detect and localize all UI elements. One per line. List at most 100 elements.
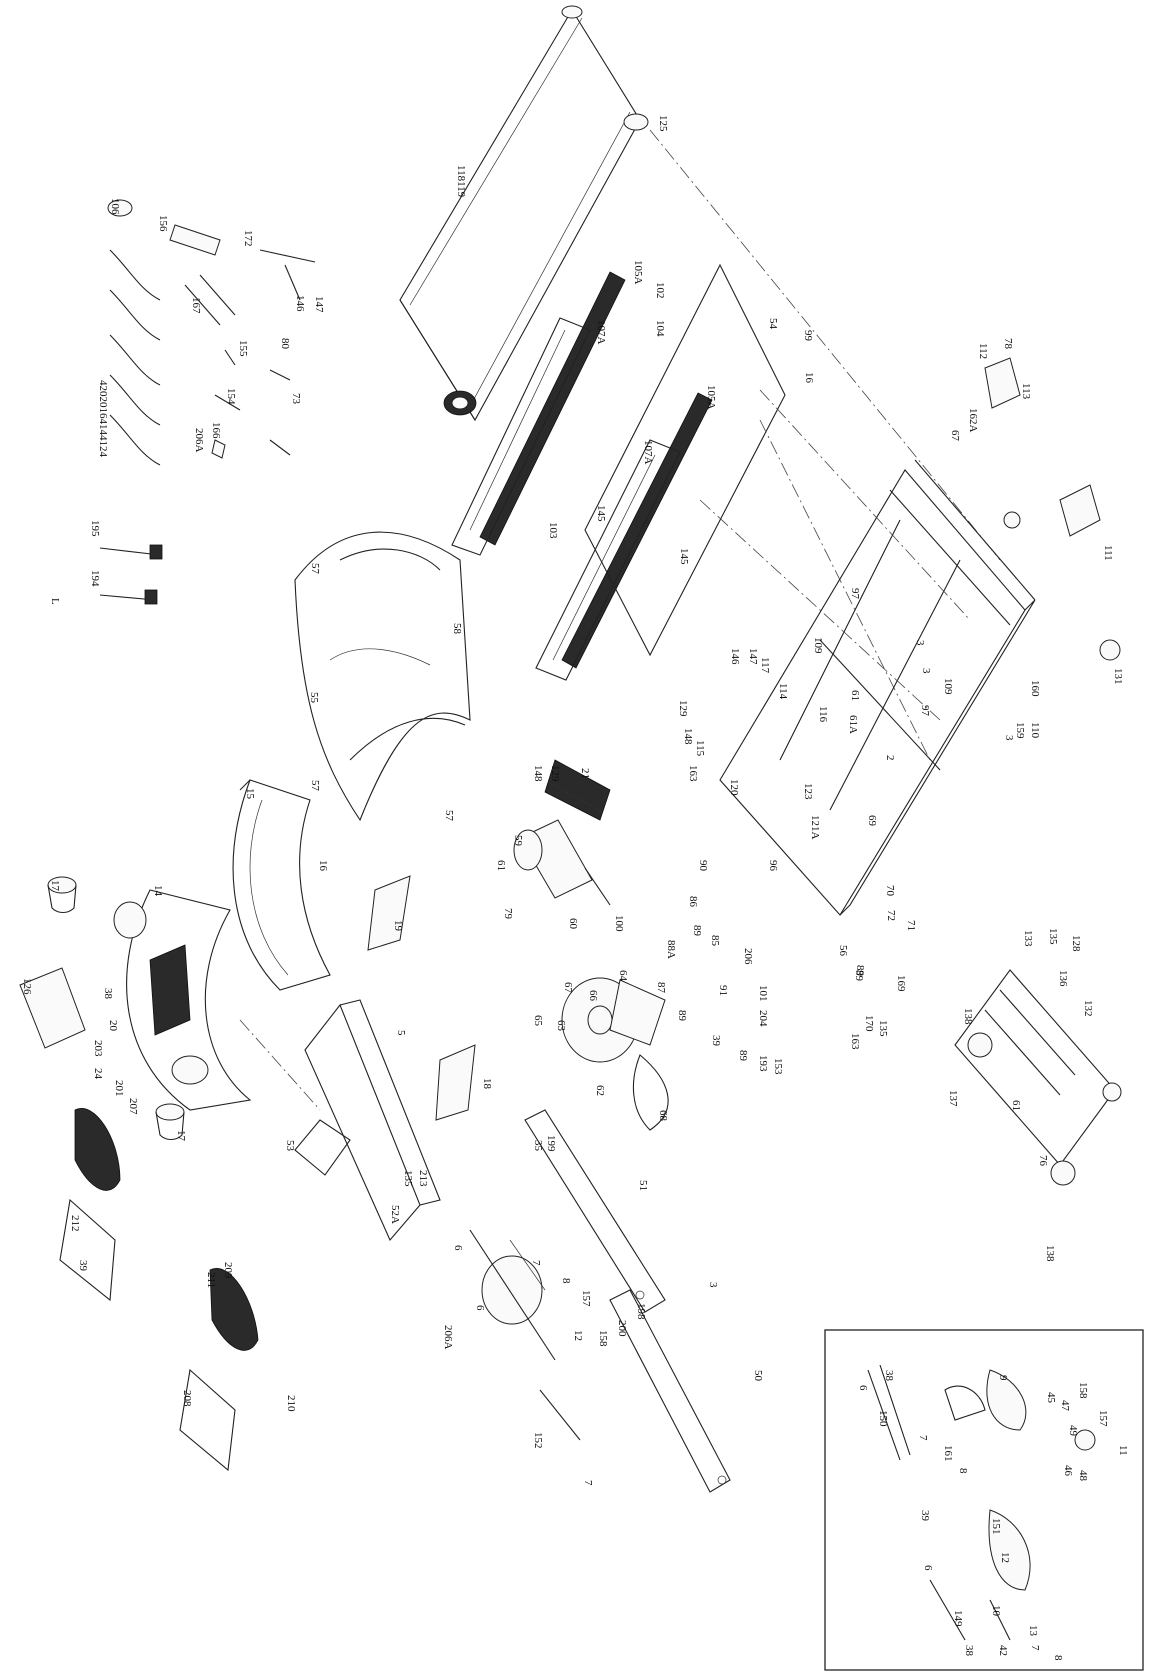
motor-cover [294,531,471,822]
part-callout-c-89e: 89 [853,970,865,982]
part-callout-c-72: 72 [885,910,897,921]
part-callout-c-21: 21 [579,768,591,779]
running-belt [399,5,1001,561]
part-callout-c-38a: 38 [102,988,114,1000]
part-callout-c-89a: 89 [854,965,866,977]
part-callout-c-136: 136 [1057,970,1069,987]
part-callout-c-110: 110 [1029,722,1041,739]
part-callout-c-172: 172 [242,230,254,247]
part-callout-c-158a: 158 [597,1330,609,1347]
part-callout-c-88a: 88A [665,940,677,959]
part-callout-c-7b: 7 [582,1480,594,1486]
part-callout-c-170: 170 [863,1015,875,1032]
part-callout-c-209: 209 [222,1262,234,1279]
part-callout-i-48: 48 [1077,1470,1089,1482]
deck-board [584,263,931,761]
part-callout-i-6b: 6 [922,1565,934,1571]
part-callout-c-125: 125 [657,115,669,132]
side-rails [451,271,713,681]
part-callout-c-56: 56 [837,945,849,957]
part-callout-c-117: 117 [759,657,771,674]
loose-hardware [99,199,316,605]
part-callout-c-148b: 148 [532,765,544,782]
part-callout-c-61b: 61 [495,860,507,871]
part-callout-c-147b: 147 [747,648,759,665]
part-callout-c-67b: 67 [562,982,574,994]
part-callout-c-167: 167 [190,297,202,314]
part-callout-c-97b: 97 [919,705,931,717]
part-callout-c-86: 86 [687,896,699,908]
part-callout-c-109a: 109 [812,637,824,654]
part-callout-c-61: 61 [849,690,861,701]
part-callout-c-3a: 3 [914,640,926,646]
part-callout-i-7b: 7 [1029,1645,1041,1651]
part-callout-c-55: 55 [308,692,320,704]
part-callout-i-10: 10 [990,1605,1002,1617]
part-callout-c-126: 126 [21,978,33,995]
part-callout-c-63: 63 [555,1020,567,1032]
part-callout-c-53: 53 [284,1140,296,1152]
part-callout-c-157a: 157 [580,1290,592,1307]
part-callout-c-211: 211 [205,1272,217,1288]
part-callout-c-159: 159 [1014,722,1026,739]
part-callout-c-18: 18 [481,1078,493,1090]
part-callout-c-135c: 135 [402,1170,414,1187]
part-callout-c-132: 132 [1082,1000,1094,1017]
part-callout-c-114: 114 [777,683,789,700]
main-frame [699,389,1036,916]
part-callout-c-16a: 16 [803,372,815,384]
part-callout-c-201: 201 [113,1080,125,1097]
part-callout-c-87: 87 [655,982,667,994]
part-callout-c-120: 120 [728,779,740,796]
part-callout-c-145b: 145 [678,548,690,565]
part-callout-c-57a: 57 [309,563,321,575]
part-callout-c-19: 19 [392,920,404,932]
part-callout-c-54: 54 [767,318,779,330]
part-callout-c-163a: 163 [687,765,699,782]
part-callout-c-169: 169 [895,975,907,992]
part-callout-c-5: 5 [395,1030,407,1036]
part-callout-c-212: 212 [69,1215,81,1232]
part-callout-c-106: 106 [109,198,121,215]
drive-motor [513,819,611,906]
part-callout-c-115: 115 [694,740,706,757]
lower-arm-assembly [469,1229,581,1441]
part-callout-c-146a: 146 [294,295,306,312]
part-callout-c-162a: 162A [967,408,979,433]
part-callout-c-199: 199 [545,1135,557,1152]
part-callout-c-112: 112 [977,343,989,359]
part-callout-c-50: 50 [752,1370,764,1382]
part-callout-c-152: 152 [532,1432,544,1449]
part-callout-c-160: 160 [1029,680,1041,697]
side-panels [524,1109,731,1493]
part-callout-c-16b: 16 [317,860,329,872]
part-callout-i-11: 11 [1117,1445,1129,1456]
part-callout-c-79: 79 [502,908,514,920]
part-callout-c-71: 71 [905,920,917,931]
part-callout-c-166: 166 [210,422,222,439]
part-callout-c-121a: 121A [809,815,821,840]
part-callout-c-2: 2 [884,755,896,761]
part-callout-c-206a-top: 206A [193,428,205,453]
part-callout-i-47: 47 [1059,1400,1071,1412]
part-callout-c-123: 123 [802,783,814,800]
flywheel-group [561,977,669,1131]
part-callout-c-135a: 135 [877,1020,889,1037]
part-callout-c-146b: 146 [729,648,741,665]
part-callout-c-35: 35 [532,1140,544,1152]
part-callout-c-69: 69 [866,815,878,827]
part-callout-c-156: 156 [157,215,169,232]
part-callout-c-67a: 67 [949,430,961,442]
part-callout-c-129b: 129 [549,765,561,782]
part-callout-c-90: 90 [697,860,709,872]
part-callout-i-45: 45 [1045,1392,1057,1404]
part-callout-c-137: 137 [947,1090,959,1107]
part-callout-i-42: 42 [997,1645,1009,1656]
part-callout-c-85: 85 [709,935,721,947]
part-callout-c-131: 131 [1112,668,1124,685]
part-callout-c-3d: 3 [707,1282,719,1288]
part-callout-c-207: 207 [127,1098,139,1115]
part-callout-c-65: 65 [532,1015,544,1027]
